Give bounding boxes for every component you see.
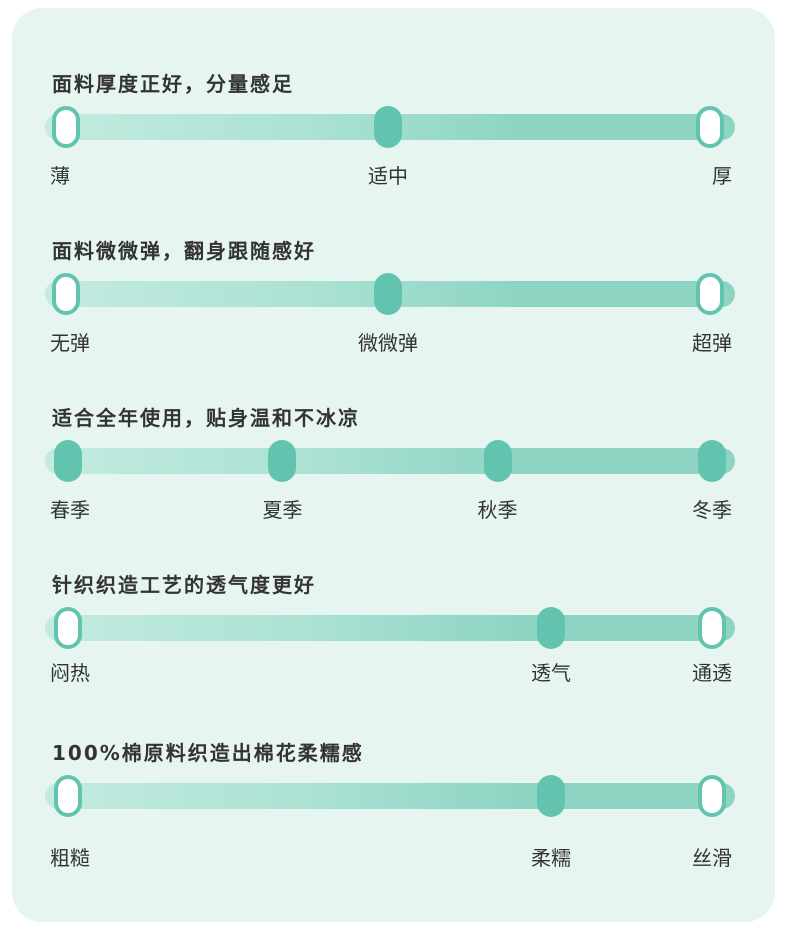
scale-label: 微微弹	[358, 331, 418, 355]
scale-marker-selected	[537, 775, 565, 817]
scale-title: 适合全年使用，贴身温和不冰凉	[52, 406, 360, 430]
scale-marker	[696, 273, 724, 315]
scale-label: 夏季	[262, 498, 303, 522]
scale-title: 针织织造工艺的透气度更好	[52, 573, 316, 597]
scale-label: 薄	[50, 164, 70, 188]
scale-marker-selected	[483, 440, 512, 482]
scale-title: 面料厚度正好，分量感足	[52, 72, 294, 96]
scale-marker	[52, 273, 80, 315]
scale-marker-selected	[537, 607, 565, 649]
scale-label: 无弹	[50, 331, 90, 355]
scale-label: 春季	[50, 498, 90, 522]
scale-marker-selected	[698, 440, 726, 482]
scale-marker	[54, 775, 82, 817]
scale-marker-selected	[374, 106, 402, 148]
scale-marker	[698, 775, 726, 817]
scale-label: 秋季	[477, 498, 518, 522]
scale-marker-selected	[374, 273, 402, 315]
scale-label: 柔糯	[531, 846, 571, 870]
scale-label: 通透	[692, 661, 732, 685]
scale-label: 闷热	[50, 661, 90, 685]
scale-row: 100%棉原料织造出棉花柔糯感 粗糙 柔糯 丝滑	[0, 737, 790, 887]
scale-marker-selected	[54, 440, 82, 482]
scale-label: 厚	[712, 164, 732, 188]
scale-label: 超弹	[692, 331, 732, 355]
scale-row: 针织织造工艺的透气度更好 闷热 透气 通透	[0, 569, 790, 719]
scale-track	[45, 615, 735, 641]
scale-marker-selected	[268, 440, 297, 482]
scale-marker	[696, 106, 724, 148]
scale-track	[45, 448, 735, 474]
scale-title: 100%棉原料织造出棉花柔糯感	[52, 741, 364, 765]
scale-marker	[54, 607, 82, 649]
scale-label: 丝滑	[692, 846, 732, 870]
scale-label: 透气	[531, 661, 571, 685]
scale-marker	[52, 106, 80, 148]
scale-label: 适中	[368, 164, 408, 188]
scale-track	[45, 783, 735, 809]
scale-label: 粗糙	[50, 846, 90, 870]
scale-marker	[698, 607, 726, 649]
scale-row: 面料微微弹，翻身跟随感好 无弹 微微弹 超弹	[0, 235, 790, 385]
scale-title: 面料微微弹，翻身跟随感好	[52, 239, 316, 263]
scale-row: 适合全年使用，贴身温和不冰凉 春季 夏季 秋季 冬季	[0, 402, 790, 552]
scale-row: 面料厚度正好，分量感足 薄 适中 厚	[0, 68, 790, 218]
scale-label: 冬季	[692, 498, 732, 522]
